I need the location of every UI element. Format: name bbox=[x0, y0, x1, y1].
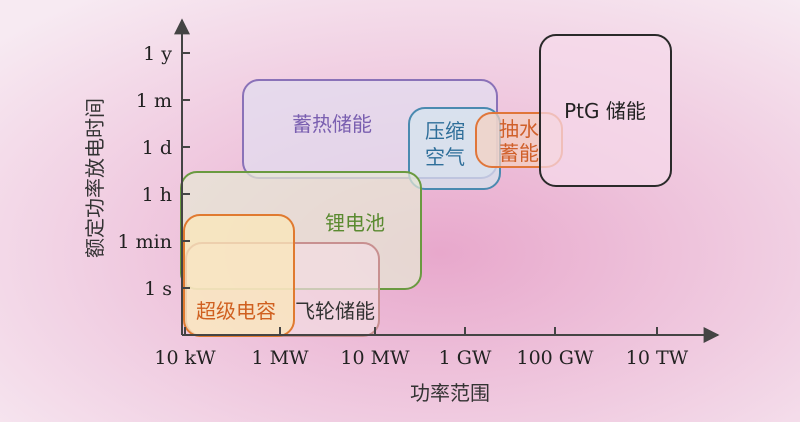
series-label: PtG 储能 bbox=[564, 99, 646, 123]
y-tick-label: 1 min bbox=[118, 231, 172, 253]
y-tick-label: 1 y bbox=[143, 43, 172, 65]
series-label: 压缩 bbox=[425, 119, 465, 143]
range-box bbox=[539, 34, 672, 187]
x-axis-label: 功率范围 bbox=[410, 381, 490, 405]
x-tick-label: 10 TW bbox=[626, 347, 689, 369]
x-tick-label: 10 MW bbox=[340, 347, 410, 369]
series-label: 蓄热储能 bbox=[292, 112, 372, 136]
series-label: 空气 bbox=[425, 145, 465, 169]
x-tick-label: 1 MW bbox=[251, 347, 309, 369]
y-axis-ticks: 1 s 1 min 1 h 1 d 1 m 1 y bbox=[118, 43, 190, 300]
series-label: 飞轮储能 bbox=[295, 299, 375, 323]
y-axis-label: 额定功率放电时间 bbox=[83, 98, 107, 258]
y-tick-label: 1 d bbox=[142, 137, 172, 159]
x-axis-ticks: 10 kW 1 MW 10 MW 1 GW 100 GW 10 TW bbox=[154, 327, 689, 369]
series-label: 超级电容 bbox=[196, 299, 276, 323]
series-label: 锂电池 bbox=[325, 211, 385, 235]
series-label: 蓄能 bbox=[499, 141, 539, 165]
x-tick-label: 100 GW bbox=[516, 347, 593, 369]
x-tick-label: 10 kW bbox=[154, 347, 216, 369]
series-PtG 储能 bbox=[539, 34, 672, 187]
x-tick-label: 1 GW bbox=[439, 347, 492, 369]
series-label: 抽水 bbox=[499, 117, 539, 141]
y-tick-label: 1 m bbox=[136, 90, 172, 112]
y-tick-label: 1 h bbox=[142, 184, 172, 206]
y-tick-label: 1 s bbox=[144, 278, 172, 300]
